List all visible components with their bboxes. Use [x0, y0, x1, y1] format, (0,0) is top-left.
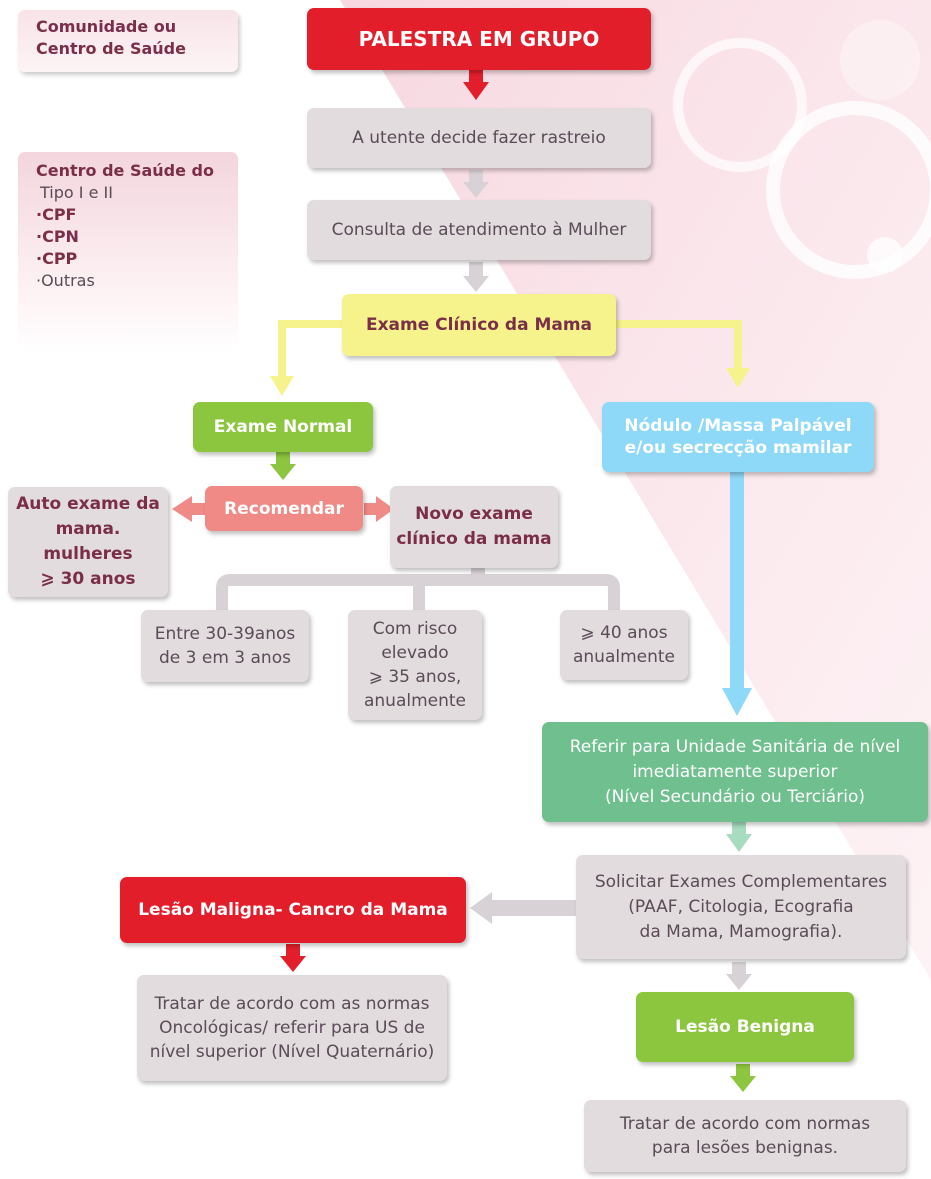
node-tratar-benigna-text: Tratar de acordo com normas para lesões … [619, 1114, 871, 1158]
node-solicitar: Solicitar Exames Complementares (PAAF, C… [576, 855, 906, 959]
arrow-solicitar-to-maligna [470, 892, 578, 924]
node-palestra-text: PALESTRA EM GRUPO [358, 27, 600, 51]
node-recomendar-text: Recomendar [224, 498, 344, 519]
node-palestra: PALESTRA EM GRUPO [307, 8, 651, 70]
arrow-nodulo-to-referir [722, 470, 752, 716]
arrow-decide-to-consulta [463, 170, 489, 198]
node-mais-40-text: ⩾ 40 anos anualmente [572, 623, 676, 667]
node-exame-normal: Exame Normal [193, 402, 373, 452]
node-consulta-text: Consulta de atendimento à Mulher [331, 220, 627, 240]
node-decide-text: A utente decide fazer rastreio [352, 128, 606, 148]
node-nodulo: Nódulo /Massa Palpável e/ou secrecção ma… [602, 402, 874, 472]
health-center-item-cpf: ·CPF [36, 205, 77, 224]
arrow-solicitar-to-benigna [726, 962, 752, 990]
arrow-benigna-to-tratar [730, 1064, 756, 1092]
node-exame-clinico-text: Exame Clínico da Mama [365, 315, 593, 335]
node-recomendar: Recomendar [205, 486, 363, 531]
node-referir: Referir para Unidade Sanitária de nível … [542, 722, 928, 822]
node-maligna-text: Lesão Maligna- Cancro da Mama [138, 900, 448, 920]
health-center-subtitle: Tipo I e II [40, 183, 113, 202]
node-exame-clinico: Exame Clínico da Mama [342, 294, 616, 356]
node-novo-exame: Novo exame clínico da mama [390, 486, 558, 568]
node-benigna-text: Lesão Benigna [675, 1017, 815, 1037]
node-referir-text: Referir para Unidade Sanitária de nível … [569, 736, 901, 807]
node-entre-30-39-text: Entre 30-39anos de 3 em 3 anos [154, 624, 296, 668]
health-center-item-cpn: ·CPN [36, 227, 79, 246]
node-exame-normal-text: Exame Normal [213, 417, 353, 437]
node-solicitar-text: Solicitar Exames Complementares (PAAF, C… [594, 871, 888, 942]
arrow-referir-to-solicitar [726, 822, 752, 852]
node-benigna: Lesão Benigna [636, 992, 854, 1062]
arrow-maligna-to-tratar [280, 944, 306, 972]
node-nodulo-text: Nódulo /Massa Palpável e/ou secrecção ma… [624, 416, 852, 458]
health-center-box: Centro de Saúde do Tipo I e II ·CPF ·CPN… [18, 152, 238, 352]
node-mais-40: ⩾ 40 anos anualmente [560, 610, 688, 680]
node-tratar-maligna: Tratar de acordo com as normas Oncológic… [137, 975, 447, 1081]
health-center-item-cpp: ·CPP [36, 249, 78, 268]
node-maligna: Lesão Maligna- Cancro da Mama [120, 877, 466, 943]
arrow-exame-normal-to-recomendar [270, 452, 296, 480]
node-entre-30-39: Entre 30-39anos de 3 em 3 anos [141, 610, 309, 682]
arrow-recomendar-right [364, 496, 394, 522]
node-risco-elevado: Com risco elevado ⩾ 35 anos, anualmente [348, 610, 482, 720]
node-risco-elevado-text: Com risco elevado ⩾ 35 anos, anualmente [363, 619, 467, 711]
arrow-palestra-to-decide [463, 70, 489, 100]
node-tratar-benigna: Tratar de acordo com normas para lesões … [584, 1100, 906, 1172]
arrow-novo-exame-split [216, 566, 620, 612]
arrow-exame-clinico-split [270, 320, 750, 396]
node-tratar-maligna-text: Tratar de acordo com as normas Oncológic… [149, 994, 435, 1062]
arrow-recomendar-left [172, 496, 208, 522]
node-auto-exame-text: Auto exame da mama. mulheres ⩾ 30 anos [16, 494, 160, 589]
setting-label-box: Comunidade ou Centro de Saúde [18, 10, 238, 72]
node-auto-exame: Auto exame da mama. mulheres ⩾ 30 anos [8, 487, 168, 597]
node-decide: A utente decide fazer rastreio [307, 108, 651, 168]
setting-label-text: Comunidade ou Centro de Saúde [36, 17, 186, 58]
health-center-title: Centro de Saúde do [36, 161, 214, 180]
node-consulta: Consulta de atendimento à Mulher [307, 200, 651, 260]
node-novo-exame-text: Novo exame clínico da mama [396, 504, 552, 549]
health-center-item-outras: ·Outras [36, 271, 95, 290]
arrow-consulta-to-exame-clinico [463, 262, 489, 292]
